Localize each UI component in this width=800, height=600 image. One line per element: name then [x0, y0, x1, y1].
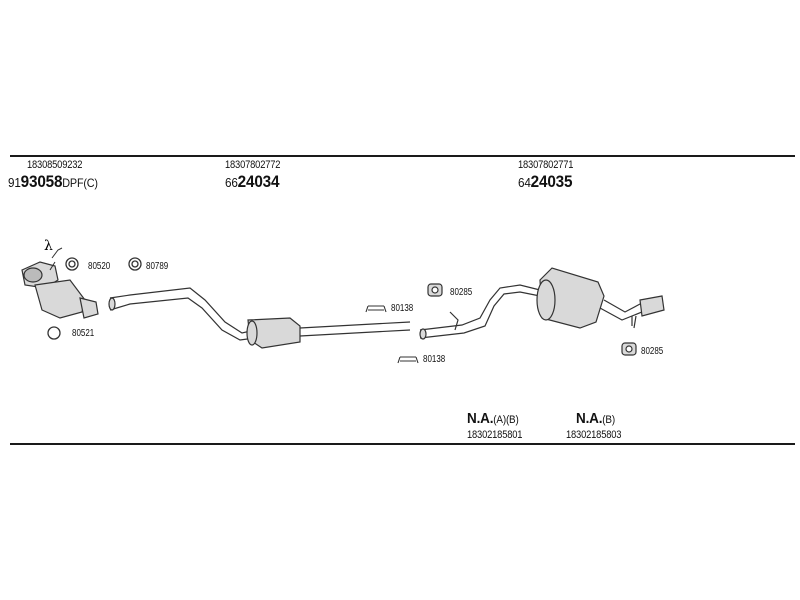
bracket-2	[397, 356, 419, 364]
gasket-ring	[47, 326, 61, 340]
oe-number-middle-silencer: 18307802772	[225, 159, 281, 171]
middle-silencer	[246, 317, 301, 349]
label-clamp-a: 80520	[88, 261, 111, 272]
catalytic-converter	[21, 261, 99, 319]
part-prefix: 64	[518, 175, 531, 190]
part-number-rear-silencer: 6424035	[518, 172, 572, 192]
label-mount-2: 80285	[641, 346, 664, 357]
rear-pipe	[419, 284, 541, 340]
label-bracket-2: 80138	[423, 354, 446, 365]
label-mount-1: 80285	[450, 287, 473, 298]
bottom-divider	[10, 443, 795, 445]
part-number-middle-silencer: 6624034	[225, 172, 279, 192]
part-number-catalyst: 9193058DPF(C)	[8, 172, 98, 192]
lambda-symbol: λ	[44, 238, 53, 254]
na-text: N.A.	[467, 410, 494, 427]
na-models: (A)(B)	[493, 414, 519, 426]
rubber-mount-2	[621, 342, 637, 356]
rear-silencer	[536, 267, 605, 329]
clamp-ring-b	[128, 257, 142, 271]
front-pipe	[108, 287, 256, 341]
clamp-ring-a	[65, 257, 79, 271]
part-main-number: 24035	[530, 172, 573, 191]
part-main-number: 24034	[237, 172, 280, 191]
not-available-oe-2: 18302185803	[566, 429, 622, 441]
oe-number-rear-silencer: 18307802771	[518, 159, 574, 171]
rubber-mount-1	[427, 283, 443, 297]
label-clamp-b: 80789	[146, 261, 169, 272]
part-prefix: 91	[8, 175, 21, 190]
top-divider	[10, 155, 795, 157]
lambda-sensor	[49, 247, 63, 271]
intermediate-pipe	[299, 321, 411, 337]
na-text: N.A.	[576, 410, 603, 427]
label-gasket: 80521	[72, 328, 95, 339]
oe-number-catalyst: 18308509232	[27, 159, 83, 171]
part-main-number: 93058	[20, 172, 63, 191]
part-suffix: DPF(C)	[62, 176, 98, 190]
part-prefix: 66	[225, 175, 238, 190]
label-bracket-1: 80138	[391, 303, 414, 314]
bracket-1	[365, 305, 387, 313]
na-models: (B)	[602, 414, 615, 426]
not-available-oe-1: 18302185801	[467, 429, 523, 441]
not-available-label-1: N.A.(A)(B)	[467, 410, 519, 427]
not-available-label-2: N.A.(B)	[576, 410, 615, 427]
tail-pipe	[599, 295, 665, 329]
